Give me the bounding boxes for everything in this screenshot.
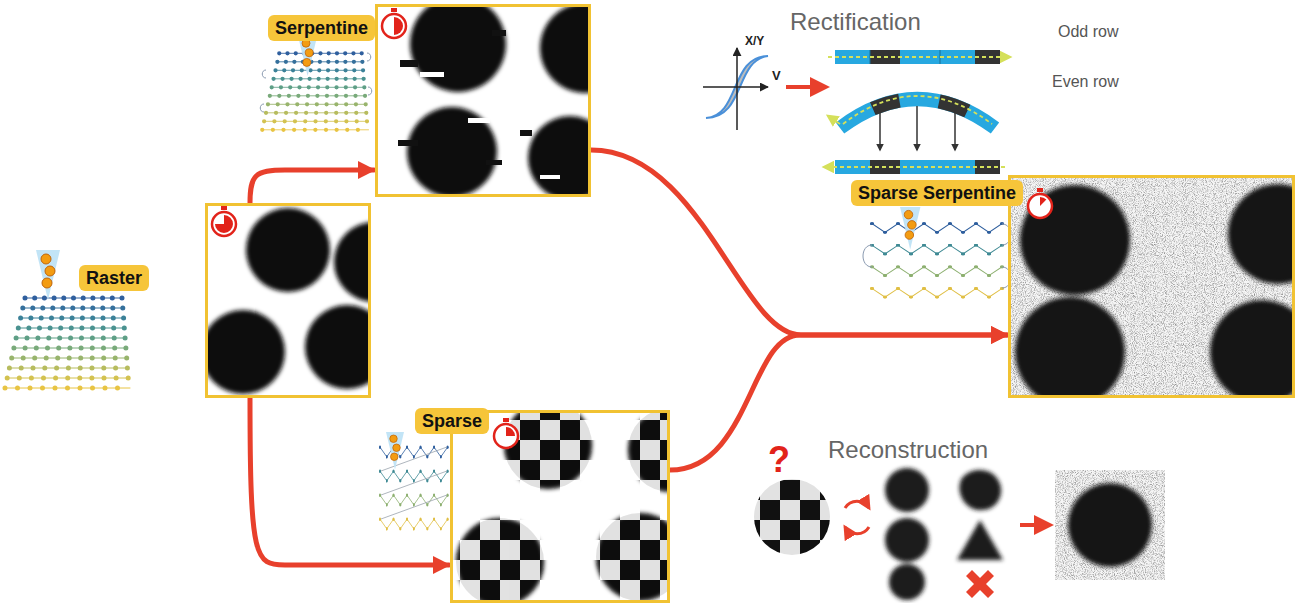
method-tag: Sparse (415, 408, 489, 434)
section-title: Reconstruction (828, 436, 988, 465)
even-row-bar (824, 96, 1005, 174)
flow-arrow (250, 170, 374, 203)
section-title: Rectification (790, 8, 921, 37)
method-tag: Raster (79, 265, 149, 291)
hysteresis-plot (703, 48, 768, 130)
question-mark: ? (768, 438, 790, 481)
raster-grid (5, 298, 130, 388)
image-panel: Serpentine (375, 4, 591, 197)
flow-arrow (591, 150, 1007, 335)
image-panel: Sparse (450, 410, 670, 603)
axis-label: V (772, 68, 781, 84)
flow-arrow (670, 335, 1007, 470)
odd-row-bar (828, 50, 1010, 64)
method-tag: Sparse Serpentine (851, 180, 1023, 206)
image-panel: Raster (205, 203, 371, 398)
image-panel: Sparse Serpentine (1008, 175, 1295, 398)
method-tag: Serpentine (268, 15, 375, 41)
row-label: Odd row (1058, 22, 1118, 41)
row-label: Even row (1052, 72, 1119, 91)
axis-label: X/Y (745, 34, 764, 48)
